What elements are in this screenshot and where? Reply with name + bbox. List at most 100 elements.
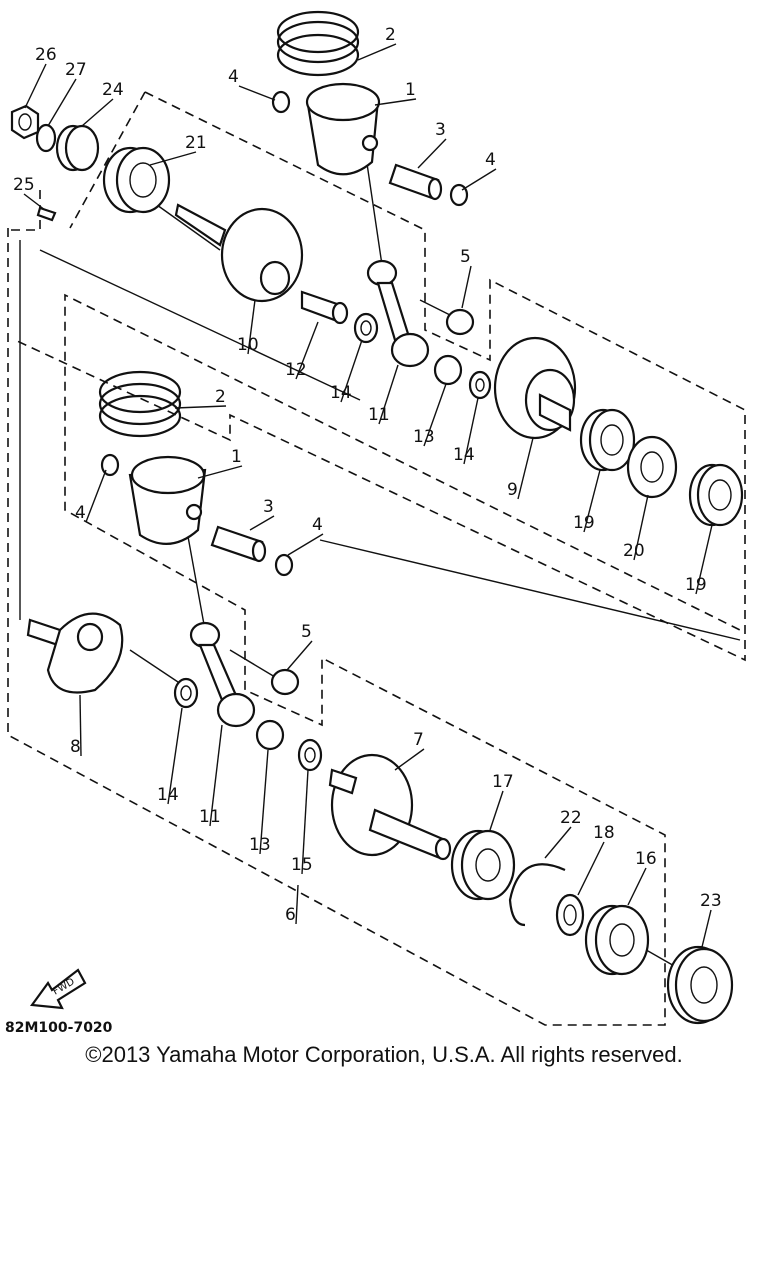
callout-leader-line [149, 151, 197, 166]
callout-label: 20 [623, 541, 645, 561]
callout-label: 11 [368, 405, 390, 425]
callout-leader-line [340, 339, 363, 403]
part-bearing-5-upper [445, 308, 475, 336]
part-clip-4-lower-right [274, 553, 294, 577]
callout-leader-line [461, 168, 497, 191]
part-clip-4-upper-left [271, 90, 291, 114]
callout-leader-line [378, 364, 399, 425]
callout-leader-line [417, 138, 447, 169]
part-piston-upper [305, 82, 381, 176]
part-circlip-22 [508, 863, 566, 927]
part-washer-15 [297, 738, 323, 772]
callout-leader-line [238, 85, 276, 101]
callout-label: 2 [215, 387, 226, 407]
callout-leader-line [174, 405, 227, 409]
callout-label: 4 [312, 515, 323, 535]
callout-leader-line [583, 469, 601, 533]
part-washer-27 [35, 123, 57, 153]
part-washer-14-upper-a [353, 312, 379, 344]
part-crank-7 [328, 753, 452, 861]
callout-label: 15 [291, 855, 313, 875]
callout-label: 19 [685, 575, 707, 595]
part-bearing-5-lower [270, 668, 300, 696]
part-crank-8 [26, 612, 124, 694]
part-bearing-17 [450, 829, 516, 901]
callout-leader-line [695, 524, 713, 595]
callout-leader-line [286, 640, 313, 671]
callout-label: 1 [231, 447, 242, 467]
callout-leader-line [167, 707, 183, 805]
callout-label: 27 [65, 60, 87, 80]
part-conrod-11-lower [189, 621, 256, 728]
callout-label: 1 [405, 80, 416, 100]
part-washer-14-lower [173, 677, 199, 709]
callout-leader-line [247, 299, 256, 355]
part-bearing-13-upper [433, 354, 463, 386]
callout-label: 21 [185, 133, 207, 153]
callout-leader-line [79, 694, 82, 757]
callout-leader-line [85, 469, 107, 523]
callout-leader-line [544, 826, 572, 859]
callout-leader-line [701, 909, 712, 948]
callout-leader-line [47, 78, 77, 127]
callout-leader-line [301, 769, 309, 875]
callout-leader-line [463, 397, 479, 465]
fwd-arrow-icon: FWD [29, 968, 87, 1010]
part-bearing-16 [584, 904, 650, 976]
part-clip-4-upper-right [449, 183, 469, 207]
callout-leader-line [287, 533, 324, 556]
callout-label: 23 [700, 891, 722, 911]
callout-label: 16 [635, 849, 657, 869]
part-clip-4-lower-left [100, 453, 120, 477]
part-piston-rings-lower [98, 370, 182, 438]
callout-leader-line [357, 43, 397, 61]
callout-label: 6 [285, 905, 296, 925]
part-piston-pin-upper [388, 163, 443, 201]
part-crank-pin-12 [300, 290, 349, 325]
callout-leader-line [633, 494, 649, 561]
callout-leader-line [627, 867, 647, 906]
callout-leader-line [461, 265, 472, 309]
part-seal-23 [666, 945, 734, 1025]
part-seal-24 [55, 124, 100, 172]
callout-leader-line [24, 63, 47, 109]
part-crank-9 [493, 336, 577, 440]
callout-label: 22 [560, 808, 582, 828]
callout-label: 19 [573, 513, 595, 533]
callout-leader-line [517, 437, 534, 500]
callout-label: 5 [460, 247, 471, 267]
diagram-code: 82M100-7020 [5, 1020, 113, 1036]
callout-label: 8 [70, 737, 81, 757]
callout-label: 4 [228, 67, 239, 87]
part-conrod-11-upper [366, 259, 430, 368]
callout-leader-line [489, 790, 504, 831]
callout-leader-line [209, 724, 223, 827]
callout-label: 12 [285, 360, 307, 380]
callout-label: 11 [199, 807, 221, 827]
callout-label: 17 [492, 772, 514, 792]
callout-label: 4 [75, 503, 86, 523]
callout-label: 24 [102, 80, 124, 100]
callout-leader-line [394, 748, 425, 771]
callout-label: 3 [435, 120, 446, 140]
callout-label: 14 [330, 383, 352, 403]
callout-label: 4 [485, 150, 496, 170]
callout-label: 10 [237, 335, 259, 355]
callout-leader-line [197, 465, 243, 479]
callout-leader-line [249, 515, 275, 531]
callout-label: 7 [413, 730, 424, 750]
callout-label: 5 [301, 622, 312, 642]
part-key-25 [36, 206, 57, 222]
callout-leader-line [423, 383, 447, 447]
callout-label: 9 [507, 480, 518, 500]
callout-label: 13 [249, 835, 271, 855]
part-piston-lower [128, 455, 207, 545]
part-bearing-19-b [688, 463, 744, 527]
part-washer-18 [555, 893, 585, 937]
callout-label: 14 [157, 785, 179, 805]
callout-label: 18 [593, 823, 615, 843]
copyright-notice: ©2013 Yamaha Motor Corporation, U.S.A. A… [85, 1042, 683, 1067]
callout-label: 13 [413, 427, 435, 447]
callout-leader-line [374, 98, 417, 106]
callout-leader-line [577, 841, 605, 896]
